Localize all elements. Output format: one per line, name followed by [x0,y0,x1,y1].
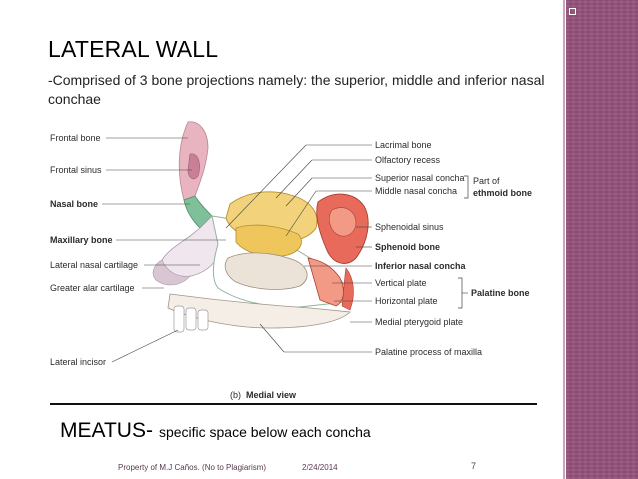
label-frontal-sinus: Frontal sinus [50,165,102,175]
meatus-term: MEATUS- [60,419,153,442]
label-palatine-bone: Palatine bone [471,288,530,298]
tooth-shape [173,305,185,333]
label-lacrimal-bone: Lacrimal bone [375,140,432,150]
middle-concha-shape [235,224,302,257]
nasal-cavity-diagram: Frontal bone Frontal sinus Nasal bone Ma… [50,121,532,400]
anatomy-figure: Frontal bone Frontal sinus Nasal bone Ma… [50,118,550,406]
alar-cartilage-shape [152,259,191,286]
right-labels: Lacrimal bone Olfactory recess Superior … [225,140,532,357]
horizontal-rule [50,403,537,405]
label-medial-pterygoid-plate: Medial pterygoid plate [375,317,463,327]
page-number: 7 [471,461,477,471]
leader-line [111,329,179,363]
leader-line [259,323,285,353]
leader-line [275,159,313,199]
label-lateral-incisor: Lateral incisor [50,357,106,367]
label-frontal-bone: Frontal bone [50,133,101,143]
label-lateral-nasal-cartilage: Lateral nasal cartilage [50,260,138,270]
decorative-side-band [566,0,638,479]
label-nasal-bone: Nasal bone [50,199,98,209]
label-sphenoid-bone: Sphenoid bone [375,242,440,252]
pterygoid-plate-shape [341,267,354,311]
sphenoidal-sinus-shape [328,207,357,237]
figure-caption: Medial view [246,390,297,400]
nasal-cartilage-shape [160,215,220,279]
footer-date: 2/24/2014 [302,463,338,472]
label-vertical-plate: Vertical plate [375,278,427,288]
slide-subtitle: -Comprised of 3 bone projections namely:… [48,72,545,107]
footer-owner: Property of M.J Caños. (No to Plagiarism… [118,463,267,472]
label-superior-nasal-concha: Superior nasal concha [375,173,465,183]
label-part-of: Part of [473,176,500,186]
label-maxillary-bone: Maxillary bone [50,235,113,245]
label-horizontal-plate: Horizontal plate [375,296,438,306]
leader-line [285,177,313,207]
meatus-definition: MEATUS-specific space below each concha [60,419,371,443]
corner-square-icon [569,8,576,15]
left-labels: Frontal bone Frontal sinus Nasal bone Ma… [50,133,226,367]
inferior-concha-shape [224,252,308,290]
label-inferior-nasal-concha: Inferior nasal concha [375,261,467,271]
side-divider-line [563,0,565,479]
palatine-bracket [458,277,463,309]
meatus-definition-text: specific space below each concha [158,424,371,440]
label-middle-nasal-concha: Middle nasal concha [375,186,457,196]
tooth-shape [197,309,209,331]
figure-caption-prefix: (b) [230,390,241,400]
leader-line [225,144,307,229]
label-greater-alar-cartilage: Greater alar cartilage [50,283,135,293]
leader-line [285,190,317,237]
label-olfactory-recess: Olfactory recess [375,155,441,165]
ethmoid-bracket [464,175,469,199]
label-palatine-process-of-maxilla: Palatine process of maxilla [375,347,482,357]
frontal-sinus-shape [187,153,200,180]
label-sphenoidal-sinus: Sphenoidal sinus [375,222,444,232]
tooth-shape [185,307,197,331]
slide-title: LATERAL WALL [48,36,219,62]
label-ethmoid-bone: ethmoid bone [473,188,532,198]
